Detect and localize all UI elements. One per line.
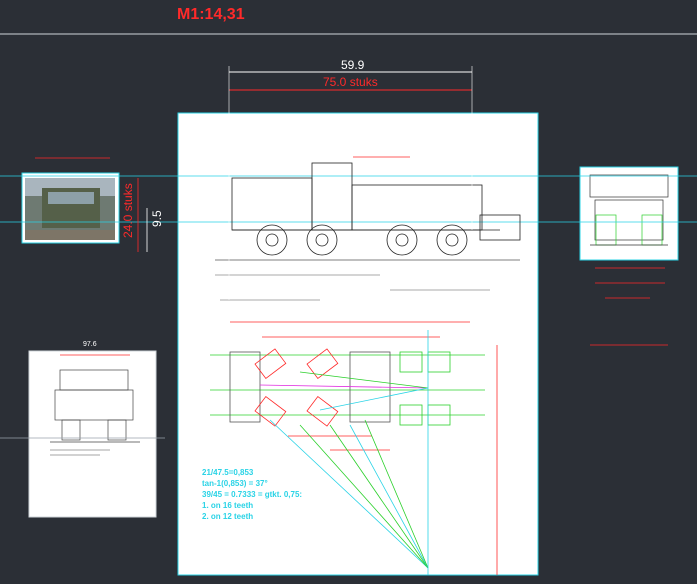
truck-side-dimensions — [215, 274, 490, 301]
formula-line-2: tan-1(0,853) = 37° — [202, 479, 268, 488]
gear-formula-block: 21/47.5=0,853 tan-1(0,853) = 37° 39/45 =… — [202, 467, 302, 522]
bottom-left-sheet — [28, 350, 157, 518]
bottom-left-truck-front-drawing — [50, 369, 140, 456]
truck-side-view — [215, 162, 521, 261]
top-width-value: 59.9 — [341, 58, 365, 72]
height-count: 24.0 stuks — [121, 183, 135, 238]
main-sheet — [177, 112, 539, 576]
photo-ground — [25, 230, 115, 240]
red-dimension-marks — [35, 156, 668, 575]
formula-line-5: 2. on 12 teeth — [202, 512, 254, 521]
formula-line-1: 21/47.5=0,853 — [202, 468, 254, 477]
gear-angle-lines — [259, 330, 429, 575]
photo-windshield — [48, 192, 94, 204]
gear-rotated-blocks — [254, 348, 339, 427]
right-front-view-drawing — [589, 174, 669, 246]
small-dimension-label: 97.6 — [83, 341, 97, 348]
height-value: 9.5 — [150, 210, 164, 227]
formula-line-4: 1. on 16 teeth — [202, 501, 254, 510]
top-width-count: 75.0 stuks — [323, 75, 378, 89]
drawing-scale-label: M1:14,31 — [177, 6, 245, 23]
formula-line-3: 39/45 = 0.7333 = gtkt. 0,75: — [202, 490, 303, 499]
